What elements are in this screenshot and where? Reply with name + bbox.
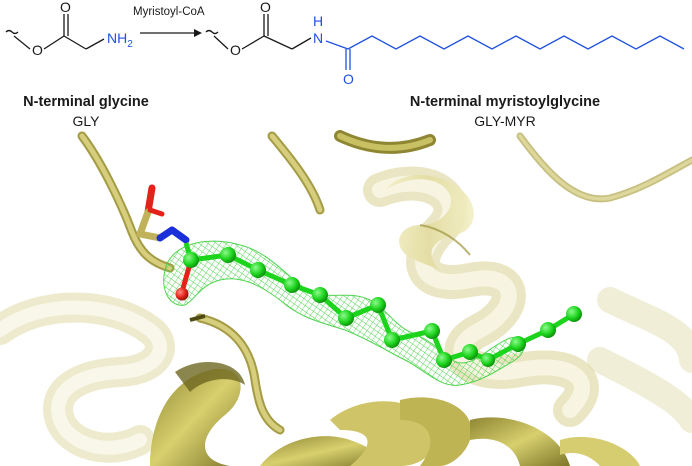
product-code: GLY-MYR xyxy=(474,113,536,129)
protein-structure xyxy=(0,130,692,466)
amide-oxygen-label: O xyxy=(343,71,354,87)
reaction-arrow-icon xyxy=(140,29,202,37)
reactant-title: N-terminal glycine xyxy=(23,94,149,110)
reagent-label: Myristoyl-CoA xyxy=(133,6,205,18)
wavy-bond-icon-2 xyxy=(205,29,219,35)
product-title: N-terminal myristoylglycine xyxy=(409,94,601,110)
product-oxygen-label: O xyxy=(230,42,241,58)
product-structure xyxy=(205,14,685,70)
ligand-model xyxy=(136,184,582,368)
amide-hydrogen-label: H xyxy=(313,13,323,29)
oxygen-label: O xyxy=(32,42,43,58)
product-carbonyl-oxygen-label: O xyxy=(260,0,271,15)
reactant-code: GLY xyxy=(72,113,100,129)
reactant-structure xyxy=(5,14,105,50)
amine-label: NH2 xyxy=(107,30,133,50)
reaction-scheme: O O NH2 Myristoyl-CoA xyxy=(5,0,685,87)
amide-nitrogen-label: N xyxy=(313,30,323,46)
carbonyl-oxygen-label: O xyxy=(60,0,71,15)
wavy-bond-icon xyxy=(5,29,19,35)
